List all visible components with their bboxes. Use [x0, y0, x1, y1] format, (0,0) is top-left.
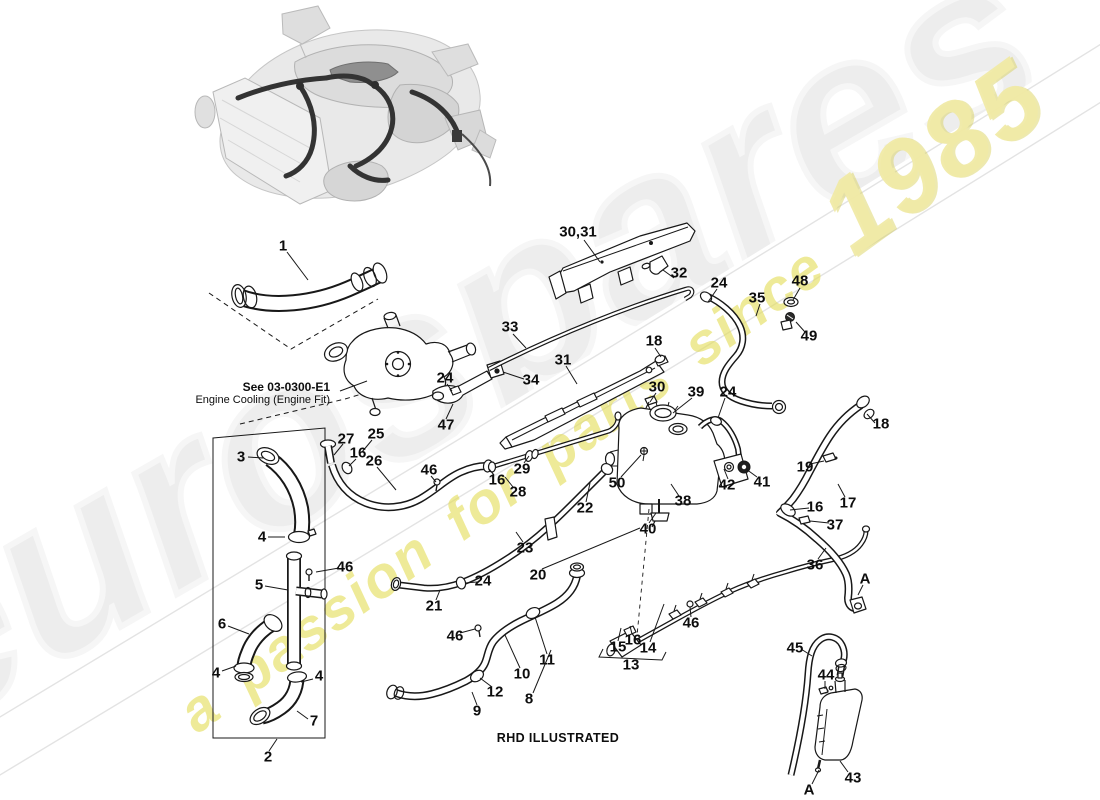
part-label-18[interactable]: 18	[645, 332, 663, 350]
coolant-pipe-33	[431, 286, 695, 404]
part-label-10[interactable]: 10	[513, 665, 531, 683]
hose-part-1	[208, 262, 388, 350]
part-label-1[interactable]: 1	[278, 237, 288, 255]
part-label-30,31[interactable]: 30,31	[559, 223, 597, 241]
part-label-46[interactable]: 46	[420, 461, 438, 479]
hose-26-28	[319, 411, 622, 512]
hose-17-36	[775, 395, 875, 614]
part-label-7[interactable]: 7	[309, 712, 319, 730]
part-label-41[interactable]: 41	[753, 473, 771, 491]
part-label-16[interactable]: 16	[806, 498, 824, 516]
part-label-42[interactable]: 42	[718, 476, 736, 494]
part-label-5[interactable]: 5	[254, 576, 264, 594]
hose-group-3-7	[233, 447, 328, 726]
part-label-13[interactable]: 13	[622, 656, 640, 674]
part-label-49[interactable]: 49	[800, 327, 818, 345]
part-label-A[interactable]: A	[859, 570, 871, 588]
part-label-44[interactable]: 44	[817, 666, 835, 684]
part-label-16[interactable]: 16	[349, 444, 367, 462]
part-label-17[interactable]: 17	[839, 494, 857, 512]
part-label-46[interactable]: 46	[336, 558, 354, 576]
part-label-3[interactable]: 3	[236, 448, 246, 466]
part-label-24[interactable]: 24	[719, 383, 737, 401]
part-label-40[interactable]: 40	[639, 520, 657, 538]
part-label-31[interactable]: 31	[554, 351, 572, 369]
heat-shield-panel	[499, 354, 669, 450]
part-label-25[interactable]: 25	[367, 425, 385, 443]
expansion-tank	[604, 401, 751, 637]
part-label-29[interactable]: 29	[513, 460, 531, 478]
part-label-43[interactable]: 43	[844, 769, 862, 787]
part-label-24[interactable]: 24	[710, 274, 728, 292]
part-label-2[interactable]: 2	[263, 748, 273, 766]
part-label-45[interactable]: 45	[786, 639, 804, 657]
part-label-23[interactable]: 23	[516, 539, 534, 557]
crossmember-bracket	[548, 222, 696, 304]
part-label-9[interactable]: 9	[472, 702, 482, 720]
part-label-15[interactable]: 15	[609, 638, 627, 656]
part-label-8[interactable]: 8	[524, 690, 534, 708]
water-pump	[323, 311, 477, 417]
part-label-4[interactable]: 4	[257, 528, 267, 546]
part-label-21[interactable]: 21	[425, 597, 443, 615]
leader-lines	[221, 239, 876, 785]
part-label-32[interactable]: 32	[670, 264, 688, 282]
reference-note: See 03-0300-E1 Engine Cooling (Engine Fi…	[170, 380, 330, 406]
footer-note: RHD ILLUSTRATED	[496, 731, 620, 745]
part-label-24[interactable]: 24	[436, 369, 454, 387]
part-label-27[interactable]: 27	[337, 430, 355, 448]
engine-thumbnail	[194, 5, 497, 205]
part-label-33[interactable]: 33	[501, 318, 519, 336]
part-label-28[interactable]: 28	[509, 483, 527, 501]
part-label-16[interactable]: 16	[488, 471, 506, 489]
part-label-37[interactable]: 37	[826, 516, 844, 534]
part-label-20[interactable]: 20	[529, 566, 547, 584]
part-label-19[interactable]: 19	[796, 458, 814, 476]
part-label-14[interactable]: 14	[639, 639, 657, 657]
reference-title: See 03-0300-E1	[242, 380, 330, 394]
degas-bottle	[787, 633, 863, 776]
part-label-6[interactable]: 6	[217, 615, 227, 633]
part-label-24[interactable]: 24	[474, 572, 492, 590]
part-label-39[interactable]: 39	[687, 383, 705, 401]
hose-35	[699, 291, 799, 415]
part-label-30[interactable]: 30	[648, 378, 666, 396]
part-label-48[interactable]: 48	[791, 272, 809, 290]
part-label-50[interactable]: 50	[608, 474, 626, 492]
part-label-35[interactable]: 35	[748, 289, 766, 307]
part-label-18[interactable]: 18	[872, 415, 890, 433]
part-label-16[interactable]: 16	[624, 631, 642, 649]
part-label-34[interactable]: 34	[522, 371, 540, 389]
part-label-4[interactable]: 4	[211, 664, 221, 682]
part-label-46[interactable]: 46	[446, 627, 464, 645]
part-label-A[interactable]: A	[803, 781, 815, 799]
part-label-38[interactable]: 38	[674, 492, 692, 510]
hose-8-9-10	[386, 562, 586, 701]
part-label-12[interactable]: 12	[486, 683, 504, 701]
part-label-36[interactable]: 36	[806, 556, 824, 574]
part-label-46[interactable]: 46	[682, 614, 700, 632]
hose-22-23	[390, 462, 614, 592]
part-label-11[interactable]: 11	[539, 651, 555, 669]
part-label-22[interactable]: 22	[576, 499, 594, 517]
coolant-rail-13	[598, 525, 871, 661]
part-label-47[interactable]: 47	[437, 416, 455, 434]
part-label-26[interactable]: 26	[365, 452, 383, 470]
reference-subtitle: Engine Cooling (Engine Fit)	[195, 394, 330, 406]
part-label-4[interactable]: 4	[314, 667, 324, 685]
